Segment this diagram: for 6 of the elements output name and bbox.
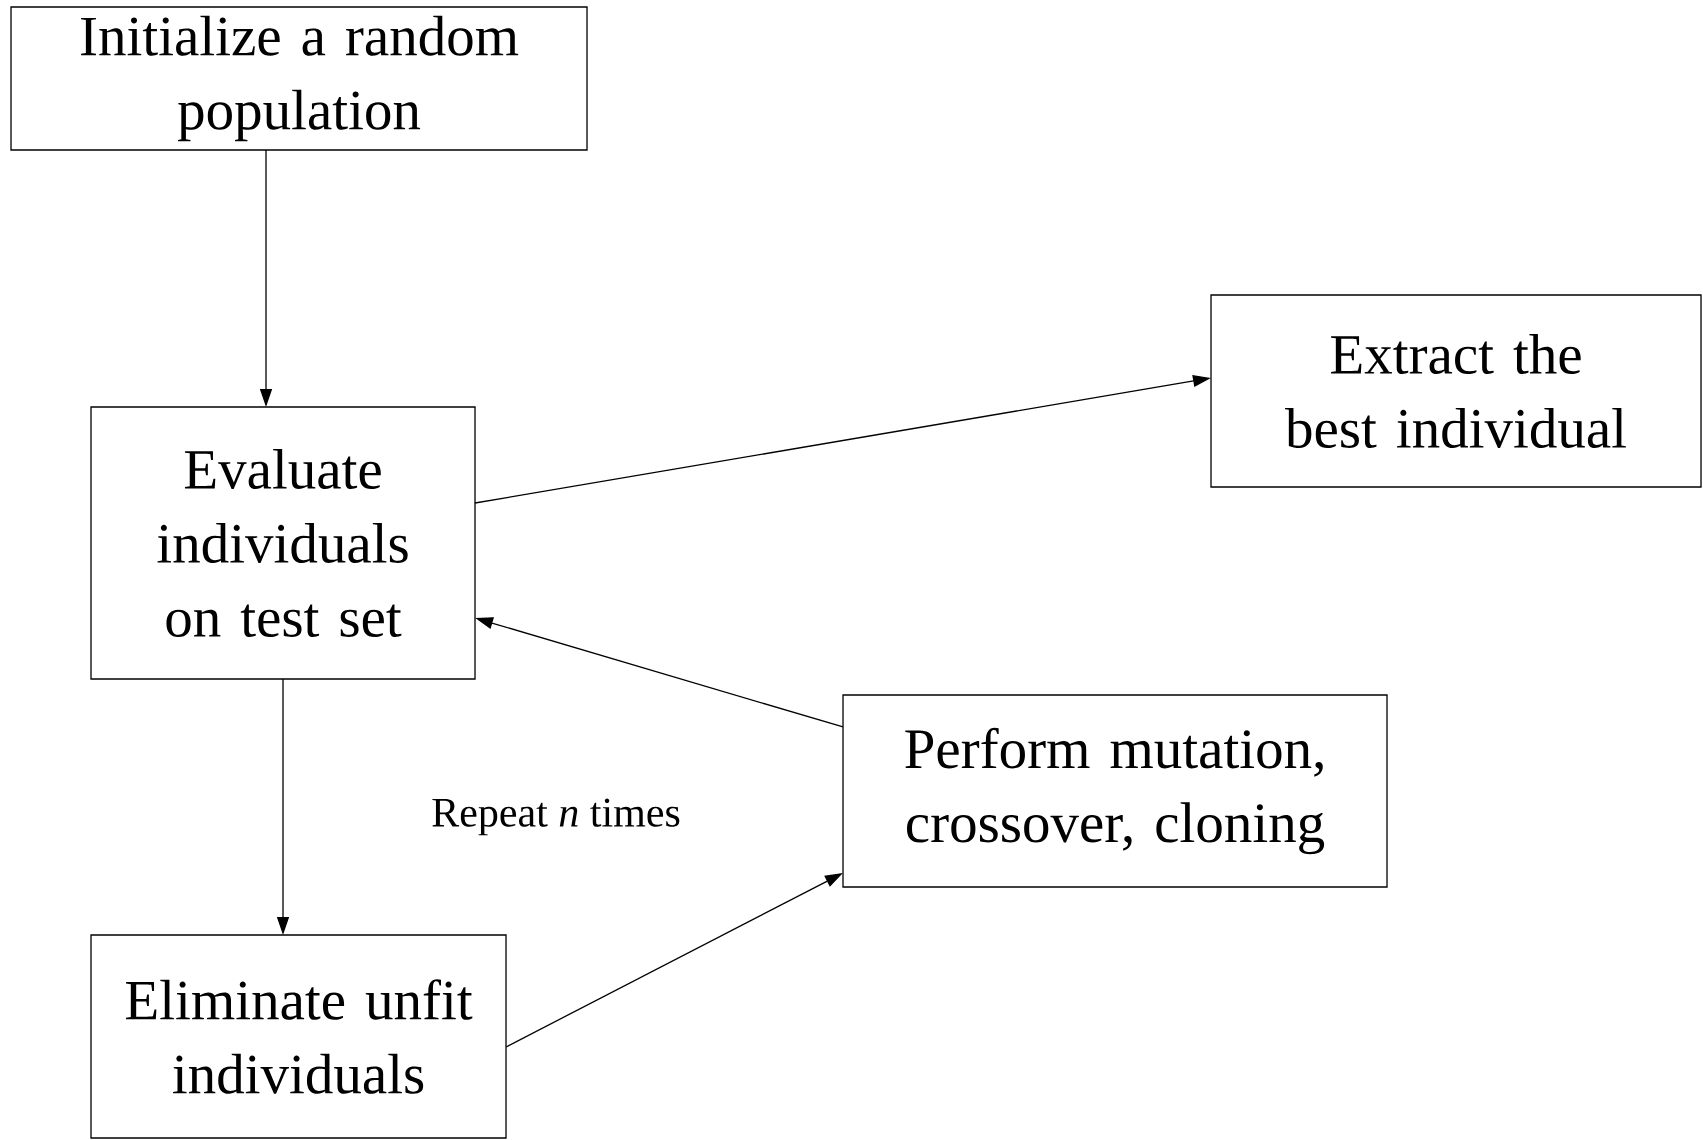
process-box: Initialize a random population (10, 6, 588, 151)
process-box: Extract the best individual (1210, 294, 1702, 488)
process-box: Eliminate unfit individuals (90, 934, 507, 1139)
process-box: Perform mutation, crossover, cloning (842, 694, 1388, 888)
process-box: Evaluate individuals on test set (90, 406, 476, 680)
loop-note: Repeat n times (432, 798, 680, 836)
